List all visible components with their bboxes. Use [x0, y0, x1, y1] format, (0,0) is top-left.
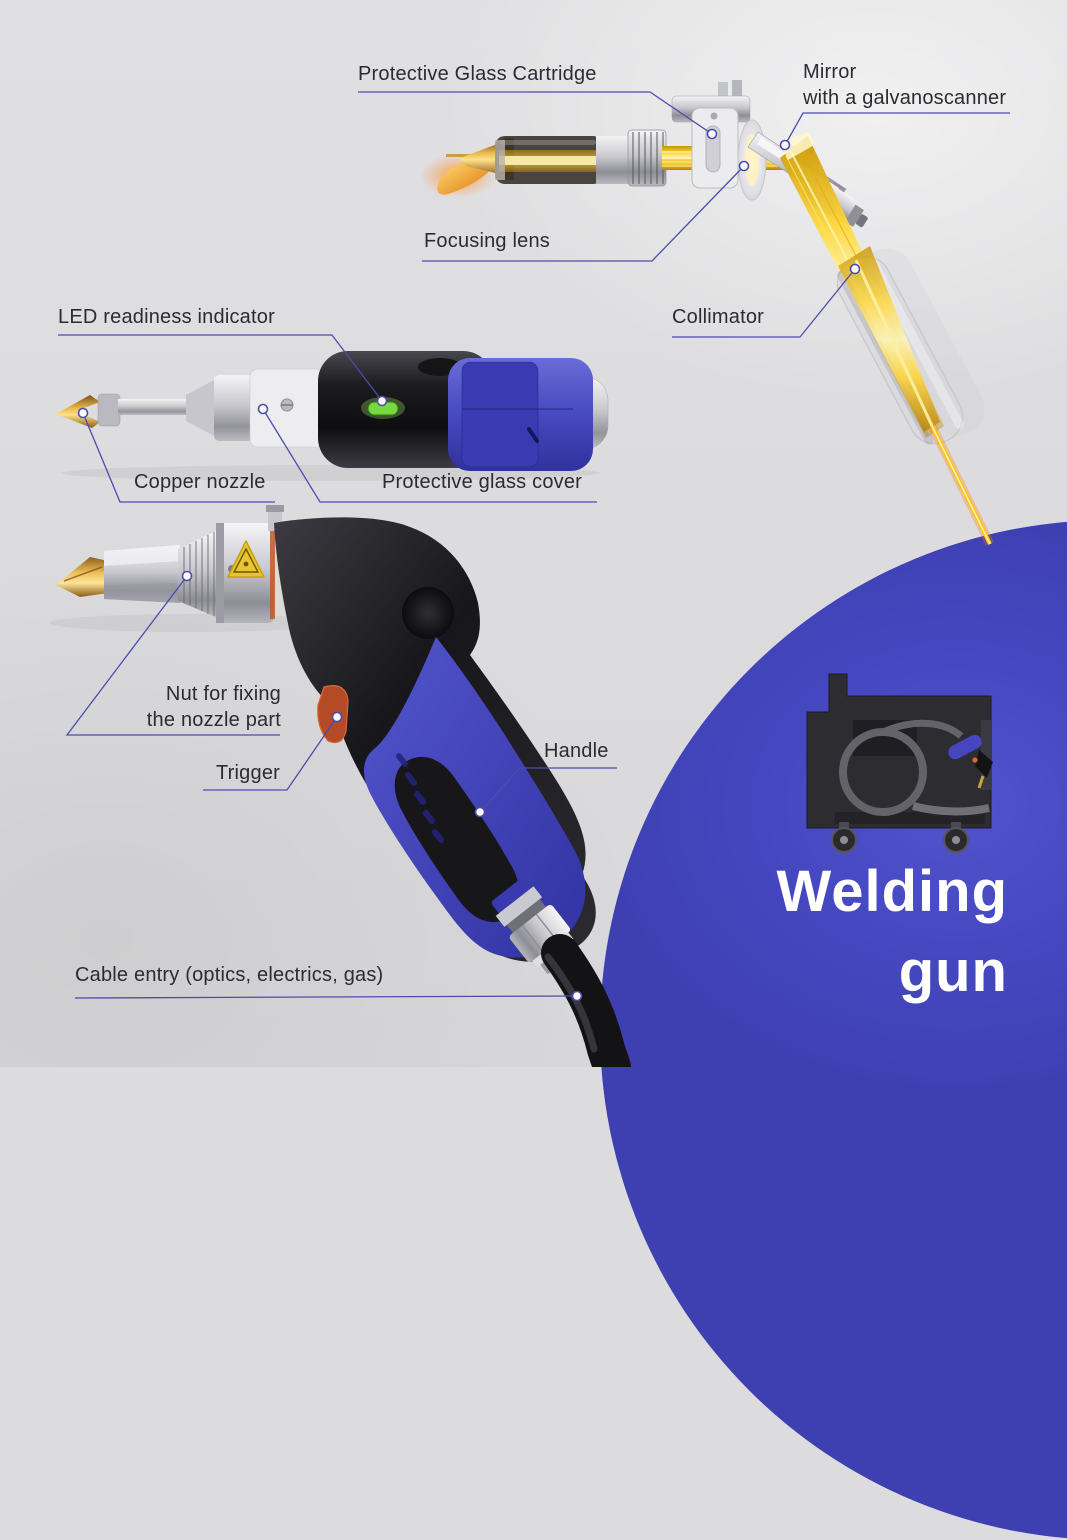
machine-cable-coil [839, 719, 990, 816]
label-collimator: Collimator [672, 306, 765, 328]
warning-ring-section [216, 523, 275, 623]
cable-entry-part [541, 934, 631, 1067]
hex-barrel [104, 545, 180, 603]
machine-wheels [831, 822, 969, 853]
gun-side-view-illustration [56, 351, 609, 481]
label-focusing-lens: Focusing lens [424, 230, 550, 252]
title-line-2: gun [898, 939, 1008, 1004]
focusing-lens-part [737, 119, 767, 201]
nut-for-fixing-nozzle-part [178, 531, 216, 617]
trigger-part [317, 685, 349, 744]
machine-gun [948, 734, 993, 789]
page-title: Welding gun [777, 852, 1008, 1012]
handle-grip-panel [394, 756, 520, 923]
copper-nozzle-part [56, 557, 108, 597]
focused-output-beam [927, 424, 995, 546]
grip-ridges [395, 753, 445, 843]
label-protective-glass-cartridge: Protective Glass Cartridge [358, 63, 597, 85]
label-handle: Handle [544, 740, 609, 762]
label-mirror-with-a-galvanoscanner: Mirror with a galvanoscanner [803, 61, 1007, 109]
gun-body-blue [448, 358, 593, 471]
welding-machine-image [806, 673, 993, 853]
label-protective-glass-cover: Protective glass cover [382, 471, 583, 493]
title-line-1: Welding [776, 859, 1008, 924]
label-copper-nozzle: Copper nozzle [134, 471, 266, 493]
barrel-lock-rings [596, 129, 667, 187]
collimator-part [836, 246, 985, 445]
label-led-readiness-indicator: LED readiness indicator [58, 306, 275, 328]
gun-pistol-view-illustration [50, 505, 631, 1067]
handle-blue-shell [363, 637, 586, 958]
label-cable-entry: Cable entry (optics, electrics, gas) [75, 964, 384, 986]
label-trigger: Trigger [216, 762, 281, 784]
led-readiness-indicator-light [361, 397, 405, 419]
nozzle-tube [118, 379, 216, 437]
label-nut-for-fixing-the-nozzle-part: Nut for fixing the nozzle part [146, 683, 281, 731]
glass-cartridge-barrel [495, 136, 603, 184]
copper-nozzle-part [56, 393, 121, 428]
protective-glass-cover-part [214, 368, 325, 448]
